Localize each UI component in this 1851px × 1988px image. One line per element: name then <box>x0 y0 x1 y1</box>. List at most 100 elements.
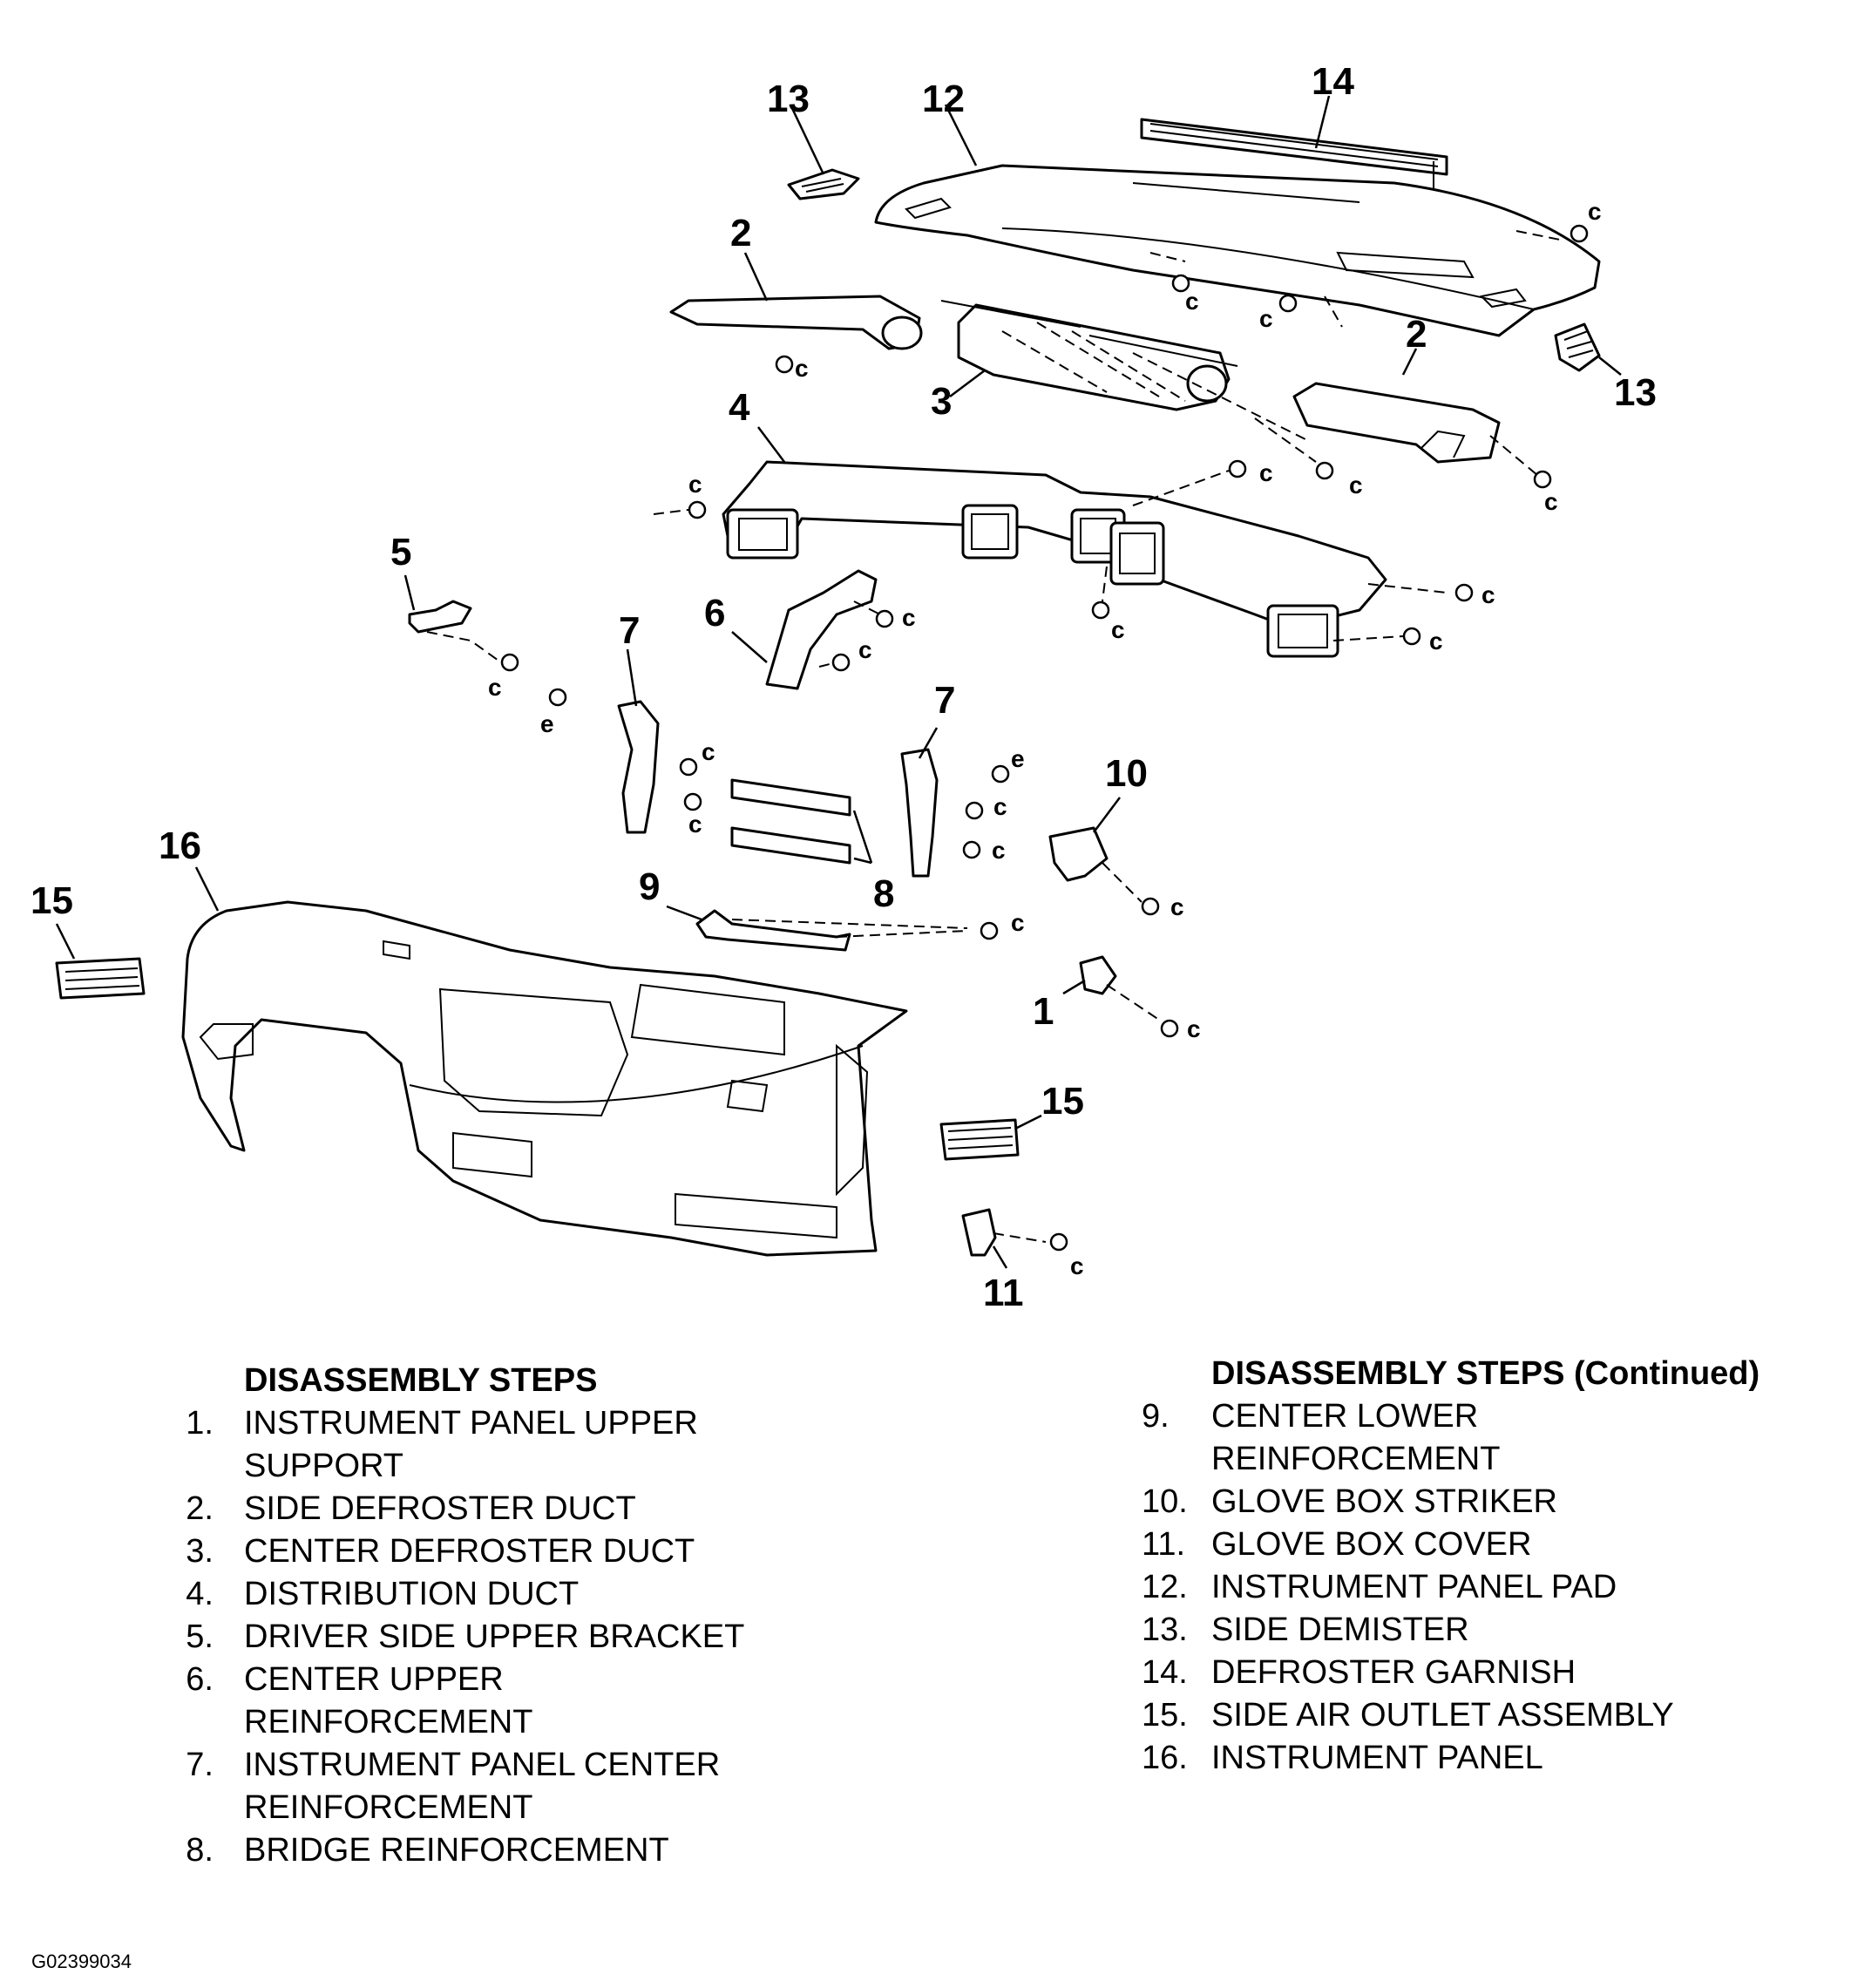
callout-7-right: 7 <box>934 679 955 722</box>
svg-text:c: c <box>902 604 916 631</box>
callout-15-right: 15 <box>1041 1080 1084 1123</box>
svg-text:c: c <box>992 837 1006 864</box>
legend-item-text: REINFORCEMENT <box>244 1704 533 1740</box>
legend-item: 13.SIDE DEMISTER <box>1142 1609 1848 1652</box>
legend-item-text: BRIDGE REINFORCEMENT <box>244 1832 669 1869</box>
part-side-defroster-duct-right <box>1292 382 1501 464</box>
legend-item: 2. SIDE DEFROSTER DUCT <box>174 1488 837 1530</box>
part-driver-side-upper-bracket <box>408 600 472 634</box>
legend-item: 14.DEFROSTER GARNISH <box>1142 1652 1848 1694</box>
legend-item-number: 2. <box>186 1490 214 1527</box>
part-side-demister-left <box>787 168 860 200</box>
legend-item: 4. DISTRIBUTION DUCT <box>174 1573 837 1616</box>
svg-text:c: c <box>1544 488 1558 515</box>
legend-item: 5.DRIVER SIDE UPPER BRACKET <box>174 1616 837 1659</box>
legend-item-text: CENTER DEFROSTER DUCT <box>244 1533 695 1570</box>
callout-8: 8 <box>873 872 894 915</box>
svg-text:c: c <box>1070 1252 1084 1279</box>
legend-item: 10.GLOVE BOX STRIKER <box>1142 1481 1848 1523</box>
callout-1: 1 <box>1033 990 1054 1033</box>
callout-2-left: 2 <box>730 212 751 254</box>
legend-item: 8. BRIDGE REINFORCEMENT <box>174 1829 837 1872</box>
legend-item-text: SIDE AIR OUTLET ASSEMBLY <box>1211 1697 1674 1734</box>
callout-14: 14 <box>1312 60 1354 103</box>
fastener-code-labels: c c c c c c c c c c c c c c e c c e c c … <box>488 198 1602 1279</box>
callout-5: 5 <box>390 531 411 573</box>
svg-text:c: c <box>1349 472 1363 499</box>
legend-item: 7. INSTRUMENT PANEL CENTER REINFORCEMENT <box>174 1744 837 1829</box>
legend-item-text: INSTRUMENT PANEL PAD <box>1211 1569 1617 1605</box>
part-instrument-panel <box>181 900 908 1257</box>
legend-item-number: 9. <box>1142 1398 1170 1435</box>
svg-text:c: c <box>1187 1015 1201 1042</box>
svg-text:c: c <box>688 471 702 498</box>
part-instrument-panel-pad <box>874 164 1601 337</box>
callout-12: 12 <box>922 78 965 120</box>
callout-16: 16 <box>159 824 201 867</box>
part-center-lower-reinforcement <box>695 909 851 952</box>
legend-item: 3. CENTER DEFROSTER DUCT <box>174 1530 837 1573</box>
legend-item-text: SIDE DEFROSTER DUCT <box>244 1490 636 1527</box>
callout-2-right: 2 <box>1406 313 1427 356</box>
svg-text:c: c <box>702 738 715 765</box>
legend-disassembly-steps-continued: DISASSEMBLY STEPS (Continued) 9.CENTER L… <box>1142 1353 1848 1780</box>
legend-item-number: 6. <box>186 1661 214 1698</box>
callout-3: 3 <box>931 380 952 423</box>
part-side-air-outlet-left <box>55 957 146 1000</box>
part-defroster-garnish <box>1140 118 1448 196</box>
legend-item-number: 5. <box>186 1618 214 1655</box>
callout-9: 9 <box>639 865 660 908</box>
legend-item-number: 14. <box>1142 1654 1188 1691</box>
callout-10: 10 <box>1105 752 1148 795</box>
part-center-reinforcement-right <box>900 748 939 878</box>
callout-13-left: 13 <box>767 78 810 120</box>
svg-text:c: c <box>1111 616 1125 643</box>
legend-item-number: 11. <box>1142 1526 1186 1563</box>
legend-item-number: 4. <box>186 1576 214 1612</box>
legend-item-number: 7. <box>186 1747 214 1783</box>
part-distribution-duct <box>722 460 1387 658</box>
bolt-symbols <box>500 224 1589 1252</box>
svg-text:e: e <box>540 710 554 737</box>
svg-text:c: c <box>1170 893 1184 920</box>
legend-item: 11. GLOVE BOX COVER <box>1142 1523 1848 1566</box>
legend-item-number: 15. <box>1142 1697 1188 1734</box>
legend-item: 12. INSTRUMENT PANEL PAD <box>1142 1566 1848 1609</box>
svg-text:c: c <box>1185 288 1199 315</box>
legend-item-text: GLOVE BOX COVER <box>1211 1526 1532 1563</box>
legend-item-number: 12. <box>1142 1569 1188 1605</box>
legend-item-text: REINFORCEMENT <box>244 1789 533 1826</box>
legend-item-text: REINFORCEMENT <box>1211 1441 1501 1477</box>
svg-text:c: c <box>1588 198 1602 225</box>
svg-text:c: c <box>1011 909 1025 936</box>
exploded-diagram: 13 12 14 2 2 13 3 4 5 6 7 7 8 9 10 1 15 … <box>31 60 1657 1314</box>
svg-text:c: c <box>858 636 872 663</box>
callout-6: 6 <box>704 592 725 634</box>
legend-item-number: 8. <box>186 1832 214 1869</box>
legend-item-text: INSTRUMENT PANEL UPPER <box>244 1405 698 1442</box>
svg-text:c: c <box>795 355 809 382</box>
callout-15-left: 15 <box>31 879 73 922</box>
legend-disassembly-steps: DISASSEMBLY STEPS 1.INSTRUMENT PANEL UPP… <box>174 1360 837 1872</box>
legend-item-text: SIDE DEMISTER <box>1211 1611 1469 1648</box>
legend-item-text: DISTRIBUTION DUCT <box>244 1576 580 1612</box>
svg-text:c: c <box>993 793 1007 820</box>
legend-heading-continued: DISASSEMBLY STEPS (Continued) <box>1211 1355 1760 1392</box>
part-side-defroster-duct-left <box>669 295 923 350</box>
callout-11: 11 <box>983 1272 1024 1314</box>
legend-item-text: INSTRUMENT PANEL CENTER <box>244 1747 721 1783</box>
svg-text:c: c <box>1429 628 1443 655</box>
legend-item-number: 3. <box>186 1533 214 1570</box>
callout-4: 4 <box>729 386 750 429</box>
callout-13-right: 13 <box>1614 371 1657 414</box>
leader-lines <box>55 95 1622 1269</box>
svg-text:c: c <box>688 811 702 838</box>
legend-item-text: SUPPORT <box>244 1448 404 1484</box>
callout-7-left: 7 <box>619 609 640 652</box>
legend-item-text: INSTRUMENT PANEL <box>1211 1740 1543 1776</box>
legend-item: 15. SIDE AIR OUTLET ASSEMBLY <box>1142 1694 1848 1737</box>
svg-text:c: c <box>1481 581 1495 608</box>
